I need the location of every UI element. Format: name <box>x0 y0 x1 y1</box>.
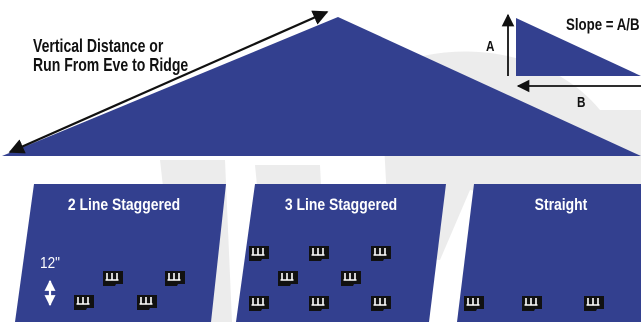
snow-guard-icon <box>277 270 299 287</box>
snow-guard-icon <box>73 294 95 311</box>
rise-label: A <box>486 38 495 55</box>
slope-formula: Slope = A/B <box>566 15 640 34</box>
snow-guard-icon <box>136 294 158 311</box>
snow-guard-icon <box>102 270 124 287</box>
panel-title-straight: Straight <box>534 195 588 214</box>
snow-guard-icon <box>370 295 392 312</box>
slope-triangle <box>516 18 641 76</box>
spacing-label: 12" <box>40 255 60 272</box>
snow-guard-icon <box>463 295 485 312</box>
snow-guard-icon <box>308 295 330 312</box>
snow-guard-icon <box>340 270 362 287</box>
panel-title-3-line-staggered: 3 Line Staggered <box>284 195 398 214</box>
run-arrow <box>8 10 329 154</box>
run-label-line1: Vertical Distance or <box>33 36 164 56</box>
snow-guard-icon <box>248 295 270 312</box>
snow-guard-icon <box>308 245 330 262</box>
snow-guard-icon <box>248 245 270 262</box>
run-label-line2: Run From Eve to Ridge <box>33 55 189 75</box>
panel-title-2-line-staggered: 2 Line Staggered <box>67 195 181 214</box>
snow-guard-icon <box>164 270 186 287</box>
snow-guard-icon <box>583 295 605 312</box>
panel-straight <box>457 184 641 322</box>
panel-3-line-staggered <box>236 184 446 322</box>
snow-guard-icon <box>521 295 543 312</box>
base-label: B <box>577 94 586 111</box>
snow-guard-icon <box>370 245 392 262</box>
panel-2-line-staggered <box>15 184 226 322</box>
